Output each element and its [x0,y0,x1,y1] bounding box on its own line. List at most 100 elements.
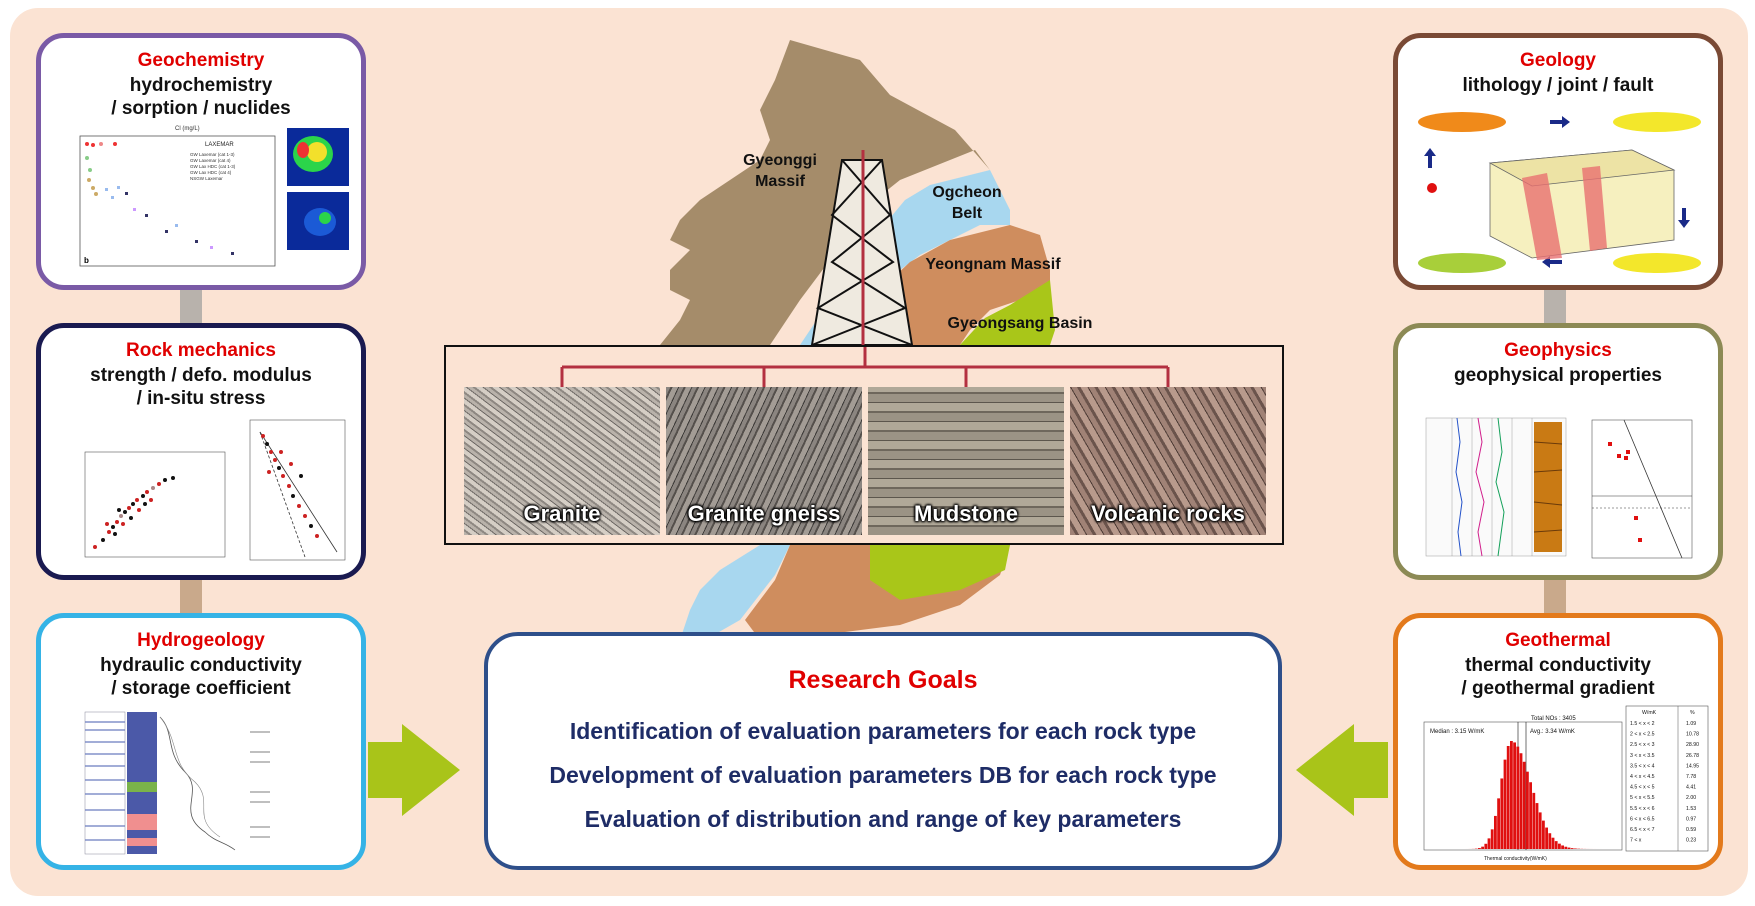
svg-text:Avg.: 3.34 W/mK: Avg.: 3.34 W/mK [1530,729,1575,735]
histogram-bar [1535,803,1539,849]
histogram-bar [1481,846,1484,849]
svg-text:GW Laxemar (cat 4): GW Laxemar (cat 4) [190,158,231,163]
svg-text:Thermal conductivity(W/mK): Thermal conductivity(W/mK) [1484,856,1547,862]
card-subtitle: strength / defo. modulus/ in-situ stress [90,365,312,409]
map-region-gyeongsang [960,280,1055,345]
card-title: Geothermal [1505,630,1611,651]
svg-text:Cl (mg/L): Cl (mg/L) [175,126,200,132]
card-subtitle: geophysical properties [1453,365,1662,386]
table-cell: 14.95 [1686,763,1699,769]
table-cell: 4.41 [1686,785,1696,791]
rock-image-volcanic-rocks: Volcanic rocks [1070,387,1266,535]
histogram-bar [1519,753,1523,849]
histogram-bar [1542,820,1545,849]
research-goals-box: Research Goals Identification of evaluat… [484,632,1282,870]
table-cell: 1.09 [1686,721,1696,727]
table-cell: 10.78 [1686,732,1699,738]
card-rock-mechanics: Rock mechanics strength / defo. modulus/… [36,323,366,580]
card-title: Geology [1519,50,1596,71]
rock-label: Mudstone [914,501,1018,526]
table-cell: 2.00 [1686,795,1696,801]
table-cell: 7 < x [1630,838,1642,844]
histogram-bar [1506,745,1510,849]
map-label-ogcheon: Ogcheon Belt [932,184,1002,222]
histogram-bar [1558,843,1561,849]
histogram-bar [1497,798,1500,849]
table-cell: 5.5 < x < 6 [1630,806,1655,812]
histogram-bar [1503,759,1507,849]
table-cell: 6.5 < x < 7 [1630,827,1655,833]
geochemistry-legend: GW Laxemar (cat 1-3) GW Laxemar (cat 4) … [190,152,236,181]
map-label-yeongnam: Yeongnam Massif [925,256,1061,273]
histogram-bar [1513,742,1516,849]
geochemistry-figure: Cl (mg/L) LAXEMAR GW Laxemar (cat 1-3) G… [79,126,349,267]
card-subtitle: hydrochemistry/ sorption / nuclides [111,75,291,119]
histogram-bar [1490,829,1494,849]
hydrogeology-figure [84,711,270,855]
card-title: Geochemistry [137,50,265,71]
drill-tower-bracing [811,159,913,346]
histogram-bar [1538,812,1542,849]
rock-label: Granite gneiss [687,501,841,526]
svg-text:Total NOs : 3405: Total NOs : 3405 [1531,716,1576,722]
map-region-ogcheon-lower [680,545,790,640]
histogram-bar [1554,841,1558,849]
goal-item: Development of evaluation parameters DB … [549,762,1217,788]
geology-figure [1418,112,1701,273]
arrow-right-icon [368,724,460,816]
histogram-bar [1574,848,1577,849]
histogram-bar [1570,848,1574,849]
card-title: Rock mechanics [126,340,276,361]
histogram-bar [1487,838,1491,849]
table-cell: 0.59 [1686,827,1696,833]
table-cell: 0.23 [1686,838,1696,844]
table-cell: 26.78 [1686,753,1699,759]
histogram-bar [1532,792,1536,849]
histogram-bar [1478,848,1481,849]
histogram-bar [1567,847,1571,849]
goal-item: Identification of evaluation parameters … [569,718,1197,744]
histogram-bar [1529,782,1532,849]
histogram-bar [1551,837,1555,849]
rock-types-panel: Granite Granite gneiss Mudstone Volcanic… [444,345,1284,545]
rock-label: Volcanic rocks [1091,501,1245,526]
table-cell: 4.5 < x < 5 [1630,785,1655,791]
histogram-bar [1516,746,1520,849]
histogram-bar [1545,827,1548,849]
connector-right-bottom [1544,578,1566,614]
svg-text:GW Lax HDC (cat 4): GW Lax HDC (cat 4) [190,170,232,175]
table-cell: 2.5 < x < 3 [1630,742,1655,748]
histogram-bar [1564,846,1568,849]
card-geochemistry: Geochemistry hydrochemistry/ sorption / … [36,33,366,290]
card-geology: Geology lithology / joint / fault [1393,33,1723,290]
svg-text:GW Lax HDC (cat 1-3): GW Lax HDC (cat 1-3) [190,164,236,169]
rock-mechanics-figure [84,419,346,561]
histogram-bar [1510,741,1513,849]
map-label-gyeongsang: Gyeongsang Basin [947,315,1093,332]
table-cell: 1.5 < x < 2 [1630,721,1655,727]
card-hydrogeology: Hydrogeology hydraulic conductivity/ sto… [36,613,366,870]
histogram-bar [1548,833,1552,849]
card-title: Hydrogeology [137,630,265,651]
goal-item: Evaluation of distribution and range of … [584,806,1182,832]
geochemistry-points [85,142,234,255]
table-cell: 4 < x < 4.5 [1630,774,1655,780]
table-cell: 2 < x < 2.5 [1630,732,1655,738]
svg-text:Median : 3.15 W/mK: Median : 3.15 W/mK [1430,729,1484,735]
rock-image-granite-gneiss: Granite gneiss [666,387,862,535]
histogram-bar [1484,843,1488,849]
table-cell: 6 < x < 6.5 [1630,816,1655,822]
rock-mechanics-scatter [93,476,175,549]
svg-text:%: % [1690,710,1695,716]
geophysics-figure [1425,417,1693,559]
rock-label: Granite [523,501,601,526]
card-subtitle: thermal conductivity/ geothermal gradien… [1461,655,1655,699]
histogram-bar [1526,771,1529,849]
map-region-gyeonggi [660,40,990,345]
rock-image-granite: Granite [464,387,660,535]
card-geophysics: Geophysics geophysical properties [1393,323,1723,580]
table-cell: 7.78 [1686,774,1696,780]
table-cell: 1.53 [1686,806,1696,812]
